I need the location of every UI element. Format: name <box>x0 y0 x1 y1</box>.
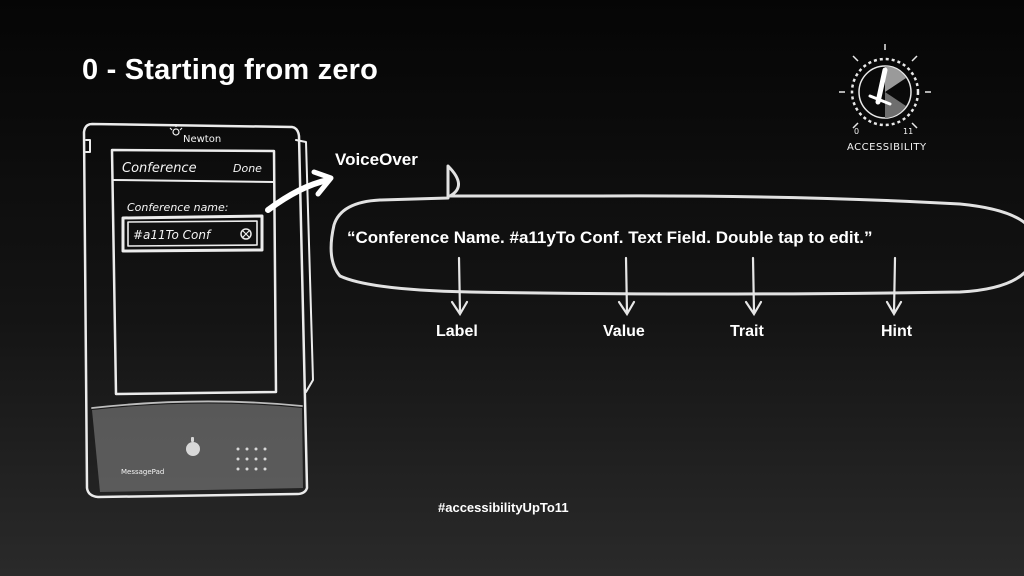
apple-logo-icon <box>186 437 200 456</box>
device-to-voiceover-arrow <box>265 169 334 213</box>
label-pointer-arrow <box>450 256 469 317</box>
field-label: Conference name: <box>127 201 229 214</box>
hashtag: #accessibilityUpTo11 <box>438 500 569 515</box>
newton-brand-icon <box>169 124 183 136</box>
trait-pointer-arrow <box>744 256 763 317</box>
logo-caption: ACCESSIBILITY <box>847 142 927 153</box>
value-pointer-arrow <box>617 256 636 317</box>
part-value: Value <box>603 323 645 340</box>
conference-name-field[interactable]: #a11To Conf <box>133 228 212 242</box>
speech-bubble <box>329 164 1024 296</box>
dial-min-label: 0 <box>854 127 859 136</box>
dial-max-label: 11 <box>903 127 913 136</box>
accessibility-dial-logo: 0 11 ACCESSIBILITY <box>839 44 931 153</box>
newton-device-sketch <box>82 122 314 499</box>
messagepad-label: MessagePad <box>121 468 164 476</box>
voiceover-label: VoiceOver <box>335 150 418 169</box>
part-trait: Trait <box>730 323 764 340</box>
voiceover-utterance: “Conference Name. #a11yTo Conf. Text Fie… <box>347 228 873 247</box>
newton-brand-text: Newton <box>183 134 221 145</box>
speaker-grille <box>236 447 267 471</box>
done-button[interactable]: Done <box>233 162 262 175</box>
screen-title: Conference <box>122 161 197 176</box>
part-label: Label <box>436 323 478 340</box>
part-hint: Hint <box>881 323 913 340</box>
slide-title: 0 - Starting from zero <box>82 54 379 86</box>
hint-pointer-arrow <box>885 256 903 317</box>
